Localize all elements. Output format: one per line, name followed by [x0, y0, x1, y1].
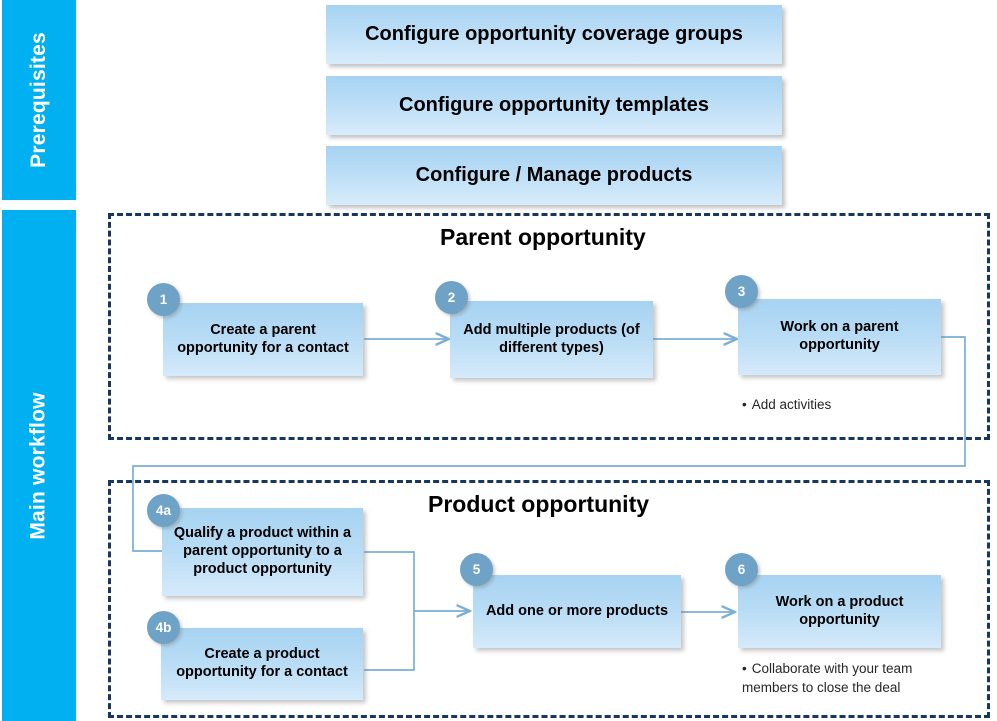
lane-prerequisites-label: Prerequisites: [27, 32, 51, 168]
step-box-create-product-opportunity[interactable]: Create a product opportunity for a conta…: [161, 628, 363, 700]
note-add-activities: • Add activities: [742, 395, 942, 414]
step-number-4a: 4a: [147, 494, 180, 527]
prerequisite-box-manage-products[interactable]: Configure / Manage products: [326, 146, 782, 205]
prerequisite-box-opportunity-templates[interactable]: Configure opportunity templates: [326, 76, 782, 135]
bullet-icon: •: [742, 397, 747, 412]
group-parent-opportunity-title: Parent opportunity: [440, 224, 646, 250]
step-number-4b: 4b: [147, 611, 180, 644]
step-number-2: 2: [435, 281, 468, 314]
step-box-qualify-product[interactable]: Qualify a product within a parent opport…: [162, 508, 363, 596]
group-product-opportunity-title: Product opportunity: [428, 491, 650, 517]
step-label: Qualify a product within a parent opport…: [173, 525, 352, 577]
step-label: Create a product opportunity for a conta…: [176, 646, 348, 680]
step-box-add-multiple-products[interactable]: Add multiple products (of different type…: [450, 301, 653, 378]
note-text: Collaborate with your team members to cl…: [742, 661, 913, 696]
bullet-icon: •: [742, 661, 747, 676]
lane-main-workflow-label: Main workflow: [27, 391, 50, 540]
lane-main-workflow: Main workflow: [2, 210, 76, 721]
step-label: Work on a product opportunity: [775, 593, 904, 628]
step-number-6: 6: [725, 553, 758, 586]
step-number-3: 3: [725, 275, 758, 308]
step-box-work-on-parent-opportunity[interactable]: Work on a parent opportunity: [738, 299, 941, 375]
step-label: Work on a parent opportunity: [780, 319, 899, 353]
step-box-add-one-or-more-products[interactable]: Add one or more products: [473, 575, 681, 648]
prerequisite-label: Configure opportunity templates: [399, 94, 709, 116]
step-label: Add one or more products: [485, 602, 669, 619]
step-label: Add multiple products (of different type…: [463, 321, 640, 356]
step-label: Create a parent opportunity for a contac…: [177, 321, 349, 356]
step-number-5: 5: [460, 553, 493, 586]
note-collaborate: •Collaborate with your team members to c…: [742, 659, 924, 697]
prerequisite-label: Configure opportunity coverage groups: [365, 23, 743, 45]
prerequisite-box-coverage-groups[interactable]: Configure opportunity coverage groups: [326, 5, 782, 64]
prerequisite-label: Configure / Manage products: [415, 164, 693, 186]
note-text: Add activities: [751, 397, 832, 412]
lane-prerequisites: Prerequisites: [2, 0, 76, 200]
step-box-create-parent-opportunity[interactable]: Create a parent opportunity for a contac…: [163, 303, 363, 376]
step-box-work-on-product-opportunity[interactable]: Work on a product opportunity: [738, 575, 941, 648]
step-number-1: 1: [147, 283, 180, 316]
